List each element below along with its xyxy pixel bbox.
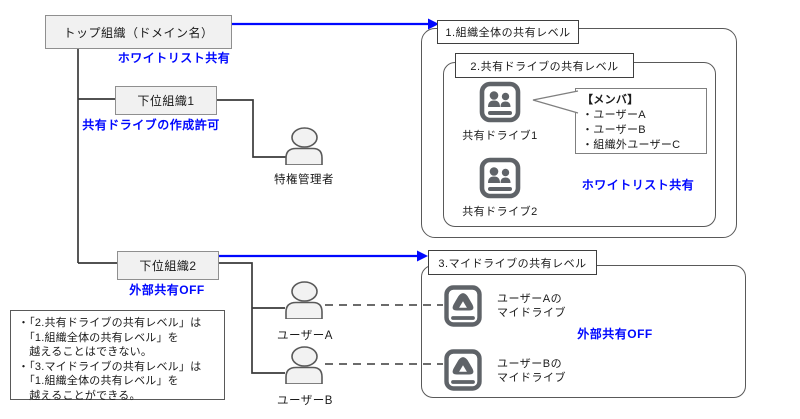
- sub-org2-label: 下位組織2: [139, 259, 197, 273]
- callout-pointer: [532, 90, 579, 114]
- sub-org2-policy: 外部共有OFF: [129, 283, 205, 297]
- shared-drive2-label: 共有ドライブ2: [462, 206, 538, 218]
- member-item: ・ユーザーA: [582, 109, 646, 121]
- my-drive-a-icon: [443, 284, 483, 328]
- top-org-label: トップ組織（ドメイン名）: [63, 25, 214, 40]
- admin-person-icon: [283, 127, 325, 165]
- org-level-title-box: 1.組織全体の共有レベル: [437, 20, 579, 44]
- sub-org1-label: 下位組織1: [137, 94, 195, 108]
- my-drive-level-title-box: 3.マイドライブの共有レベル: [428, 250, 597, 275]
- my-drive-b-label: ユーザーBの マイドライブ: [497, 358, 566, 384]
- shared-drive1-icon: [478, 80, 522, 124]
- top-org-policy: ホワイトリスト共有: [117, 51, 231, 65]
- sub-org1-box: 下位組織1: [115, 86, 217, 115]
- member-item: ・組織外ユーザーC: [582, 139, 681, 151]
- user-a-person-icon: [283, 281, 325, 319]
- user-b-person-icon: [283, 346, 325, 384]
- top-org-box: トップ組織（ドメイン名）: [45, 15, 232, 49]
- sub-org1-policy: 共有ドライブの作成許可: [82, 118, 220, 132]
- shared-drive-level-title-box: 2.共有ドライブの共有レベル: [455, 53, 634, 78]
- sub-org2-box: 下位組織2: [117, 251, 219, 280]
- user-b-label: ユーザーB: [277, 395, 333, 407]
- my-drive-policy: 外部共有OFF: [577, 327, 653, 341]
- user-a-label: ユーザーA: [277, 330, 333, 342]
- note-box: ・「2.共有ドライブの共有レベル」は 「1.組織全体の共有レベル」を 越えること…: [10, 310, 225, 402]
- org-level-title: 1.組織全体の共有レベル: [445, 27, 571, 39]
- member-item: ・ユーザーB: [582, 124, 646, 136]
- my-drive-level-title: 3.マイドライブの共有レベル: [438, 257, 587, 270]
- shared-drive2-icon: [478, 156, 522, 200]
- admin-label: 特権管理者: [274, 174, 334, 186]
- my-drive-b-icon: [443, 348, 483, 392]
- shared-drive1-label: 共有ドライブ1: [462, 130, 538, 142]
- shared-drive-policy: ホワイトリスト共有: [581, 178, 695, 192]
- org-level-container: [421, 28, 737, 238]
- members-callout: 【メンバ】 ・ユーザーA ・ユーザーB ・組織外ユーザーC: [575, 88, 707, 154]
- my-drive-a-label: ユーザーAの マイドライブ: [497, 293, 566, 319]
- members-heading: 【メンバ】: [582, 94, 639, 106]
- shared-drive-level-title: 2.共有ドライブの共有レベル: [470, 60, 619, 73]
